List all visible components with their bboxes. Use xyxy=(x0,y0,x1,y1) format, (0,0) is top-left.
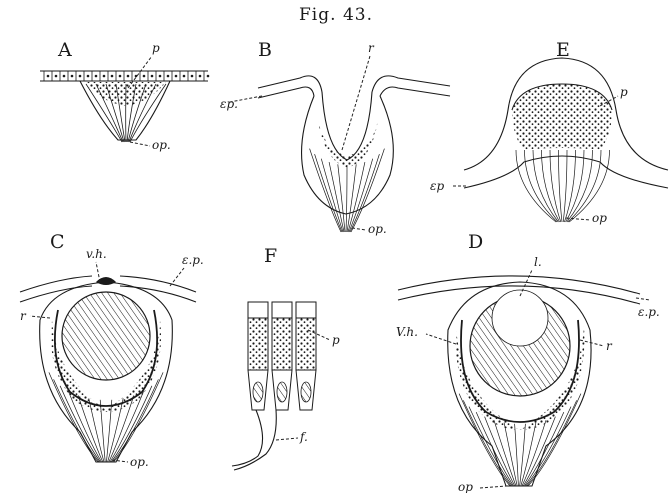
label-c-ep: ε.p. xyxy=(182,253,204,267)
panel-b-letter: B xyxy=(258,39,272,61)
label-d-r: r xyxy=(606,339,613,353)
panel-f-cells xyxy=(248,302,316,410)
panel-f-fibre-left xyxy=(232,410,263,466)
panel-b-cup-outer xyxy=(302,96,394,214)
panel-b-epithelium xyxy=(258,76,450,98)
label-f-p: p xyxy=(332,333,340,347)
panel-c-epithelium-left xyxy=(20,276,92,292)
label-d-l: l. xyxy=(534,255,542,269)
label-b-op: op. xyxy=(368,222,387,236)
panel-d: D l. ε.p. V.h. r op xyxy=(396,231,660,493)
label-e-op: op xyxy=(592,211,607,225)
panel-a: A p op. xyxy=(40,39,209,152)
label-d-vh: V.h. xyxy=(396,325,418,339)
label-d-op: op xyxy=(458,480,473,493)
label-a-op: op. xyxy=(152,138,171,152)
label-a-p: p xyxy=(152,41,160,55)
label-c-vh: v.h. xyxy=(86,247,107,261)
label-d-ep: ε.p. xyxy=(638,305,660,319)
panel-c-vitreous xyxy=(62,292,150,380)
panel-f-fibre-right xyxy=(234,410,276,470)
label-b-r: r xyxy=(368,41,375,55)
panel-a-epithelium xyxy=(40,71,209,81)
panel-d-letter: D xyxy=(468,231,483,253)
panel-c: C v.h. ε.p. r op. xyxy=(20,231,204,469)
panel-f: F p f. xyxy=(232,245,340,470)
label-b-ep: εp. xyxy=(220,97,238,111)
panel-a-letter: A xyxy=(57,39,72,61)
label-c-op: op. xyxy=(130,455,149,469)
panel-c-epithelium-right xyxy=(120,276,196,292)
panel-d-lens xyxy=(492,290,548,346)
panel-b: B r εp. op. xyxy=(220,39,450,236)
label-e-ep: εp xyxy=(430,179,444,193)
label-f-f: f. xyxy=(299,430,308,444)
panel-e-pigment xyxy=(512,84,612,150)
label-c-r: r xyxy=(20,309,27,323)
panel-c-pore xyxy=(96,277,116,285)
label-e-p: p xyxy=(620,85,628,99)
figure-title: Fig. 43. xyxy=(299,5,373,25)
panel-f-letter: F xyxy=(264,245,277,267)
panel-e: E p εp op xyxy=(430,39,668,225)
panel-c-letter: C xyxy=(50,231,65,253)
